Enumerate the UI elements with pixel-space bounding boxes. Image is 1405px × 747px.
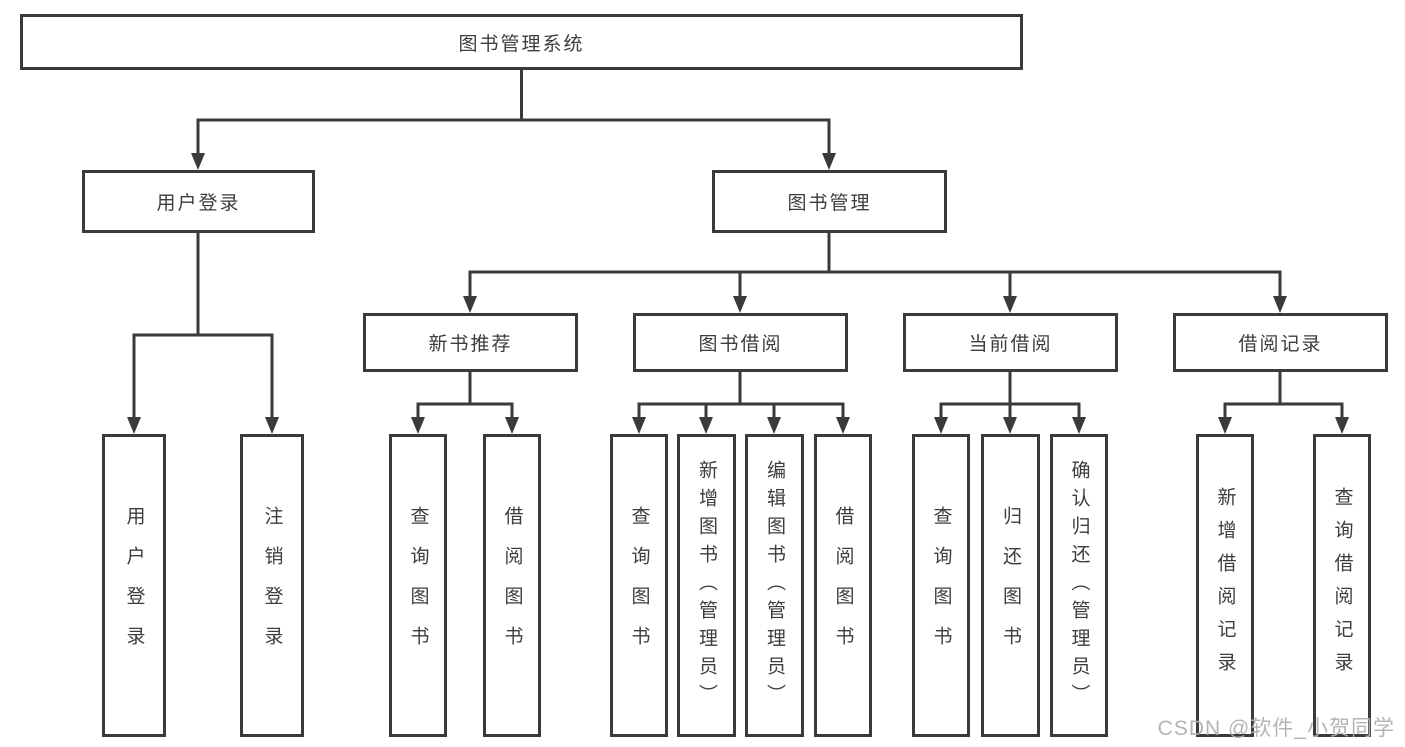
node-current-borrow: 当前借阅 <box>903 313 1118 372</box>
leaf-query-books-borrow: 查询图书 <box>610 434 668 737</box>
leaf-label: 归还图书 <box>1000 505 1021 666</box>
leaf-label: 确认归还（管理员） <box>1068 459 1090 712</box>
leaf-query-books-current: 查询图书 <box>912 434 970 737</box>
node-library-system: 图书管理系统 <box>20 14 1023 70</box>
leaf-label: 用户登录 <box>123 505 145 666</box>
leaf-user-login: 用户登录 <box>102 434 166 737</box>
node-book-management: 图书管理 <box>712 170 947 233</box>
leaf-logout: 注销登录 <box>240 434 304 737</box>
leaf-label: 注销登录 <box>261 505 283 666</box>
leaf-query-borrow-record: 查询借阅记录 <box>1313 434 1371 737</box>
node-borrow-records: 借阅记录 <box>1173 313 1388 372</box>
leaf-add-borrow-record: 新增借阅记录 <box>1196 434 1254 737</box>
leaf-return-book: 归还图书 <box>981 434 1040 737</box>
leaf-label: 借阅图书 <box>832 505 854 666</box>
leaf-add-book-admin: 新增图书（管理员） <box>677 434 736 737</box>
arrowheads <box>127 153 1349 434</box>
leaf-confirm-return-admin: 确认归还（管理员） <box>1050 434 1108 737</box>
leaf-query-books-recommend: 查询图书 <box>389 434 447 737</box>
leaf-label: 查询借阅记录 <box>1331 486 1353 685</box>
leaf-label: 编辑图书（管理员） <box>764 459 785 712</box>
leaf-label: 借阅图书 <box>501 505 523 666</box>
leaf-edit-book-admin: 编辑图书（管理员） <box>745 434 804 737</box>
leaf-borrow-books: 借阅图书 <box>814 434 872 737</box>
leaf-label: 查询图书 <box>628 505 650 666</box>
leaf-borrow-books-recommend: 借阅图书 <box>483 434 541 737</box>
leaf-label: 新增借阅记录 <box>1214 486 1236 685</box>
leaf-label: 新增图书（管理员） <box>696 459 717 712</box>
leaf-label: 查询图书 <box>407 505 429 666</box>
node-user-login: 用户登录 <box>82 170 315 233</box>
node-book-borrow: 图书借阅 <box>633 313 848 372</box>
csdn-watermark: CSDN @软件_小贺同学 <box>1157 717 1395 740</box>
leaf-label: 查询图书 <box>930 505 952 666</box>
node-new-book-recommend: 新书推荐 <box>363 313 578 372</box>
